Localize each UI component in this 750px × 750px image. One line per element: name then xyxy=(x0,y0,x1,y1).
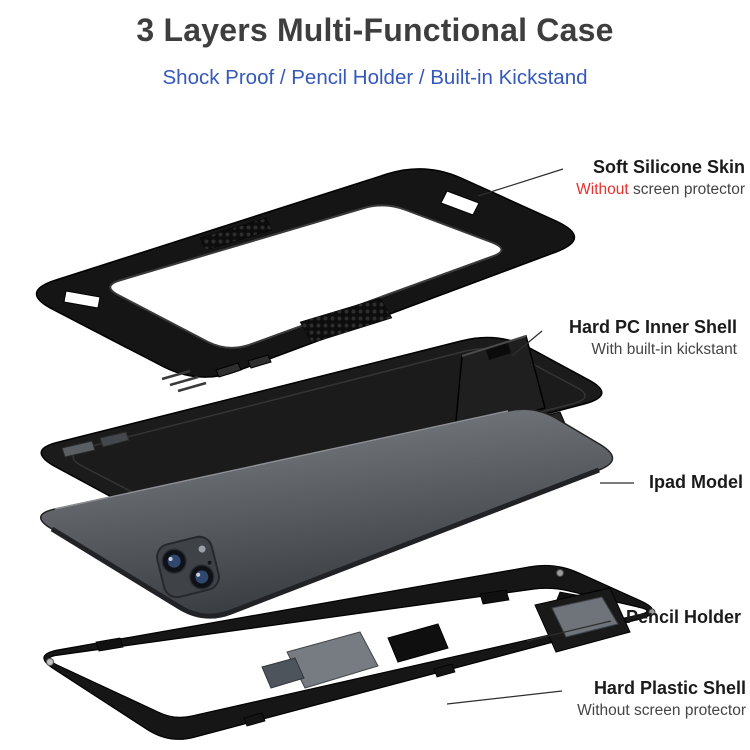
shell-screw-hole xyxy=(46,658,54,666)
annotation-title: Hard Plastic Shell xyxy=(593,678,746,698)
camera-lens-glint xyxy=(168,556,173,561)
silicone-grip-texture xyxy=(199,217,273,251)
leader-lines xyxy=(446,168,634,705)
leader-line-inner-shell xyxy=(511,330,543,357)
shell-stand-groove xyxy=(261,657,305,689)
annotation-title: Hard PC Inner Shell xyxy=(568,317,737,337)
annotation-subtitle: With built-in kickstant xyxy=(591,340,737,358)
silicone-skin-layer xyxy=(35,168,576,393)
shell-edge-bump xyxy=(433,663,456,678)
annotation-subtitle: Without screen protector xyxy=(577,701,746,719)
shell-clip-tab xyxy=(95,637,124,652)
silicone-corner-ribs xyxy=(161,369,207,393)
annotation-pencil-holder: Pencil Holder xyxy=(626,606,741,629)
annotation-title: Pencil Holder xyxy=(625,607,741,627)
annotation-subtitle-rest: screen protector xyxy=(628,180,745,198)
ipad-bottom-edge xyxy=(50,467,600,619)
shell-screw-hole xyxy=(556,569,564,577)
camera-mic-icon xyxy=(207,560,212,565)
annotation-subtitle-highlight: Without xyxy=(576,180,629,198)
ipad-layer xyxy=(40,408,614,619)
camera-flash-icon xyxy=(198,545,206,553)
camera-module xyxy=(156,535,220,599)
silicone-skin-inner-edge xyxy=(109,204,503,349)
leader-line-plastic-shell xyxy=(446,690,563,705)
annotation-ipad-model: Ipad Model xyxy=(649,471,743,494)
annotation-plastic-shell: Hard Plastic Shell Without screen protec… xyxy=(577,677,746,720)
annotation-title: Soft Silicone Skin xyxy=(592,157,745,177)
inner-shell-grip-pad xyxy=(61,440,96,458)
annotation-silicone-skin: Soft Silicone Skin Without screen protec… xyxy=(576,156,745,199)
camera-lens-glint xyxy=(196,572,201,577)
silicone-button-bump xyxy=(247,354,272,369)
silicone-cutout-slot xyxy=(440,190,480,216)
ipad-top-edge-highlight xyxy=(54,410,509,510)
leader-line-silicone-skin xyxy=(477,168,564,197)
shell-stand-slot xyxy=(387,623,449,663)
shell-edge-bump xyxy=(243,712,266,727)
leader-line-pencil-holder xyxy=(526,620,612,642)
kickstand-notch xyxy=(486,343,511,360)
shell-clip-tab xyxy=(479,589,510,605)
annotation-subtitle: Without screen protector xyxy=(576,180,745,199)
plastic-shell-layer xyxy=(43,564,656,740)
pencil-holder-cradle xyxy=(551,596,619,638)
shell-screw-hole xyxy=(648,608,656,616)
silicone-button-bump xyxy=(215,362,242,378)
annotation-title: Ipad Model xyxy=(649,472,743,492)
page-title: 3 Layers Multi-Functional Case xyxy=(136,12,614,48)
inner-shell-grip-pad xyxy=(99,431,130,448)
silicone-cutout-slot xyxy=(63,290,101,309)
silicone-grip-texture xyxy=(299,297,393,344)
annotation-inner-shell: Hard PC Inner Shell With built-in kickst… xyxy=(569,316,737,359)
page-subtitle: Shock Proof / Pencil Holder / Built-in K… xyxy=(162,66,588,89)
kickstand-top-edge xyxy=(461,335,527,357)
